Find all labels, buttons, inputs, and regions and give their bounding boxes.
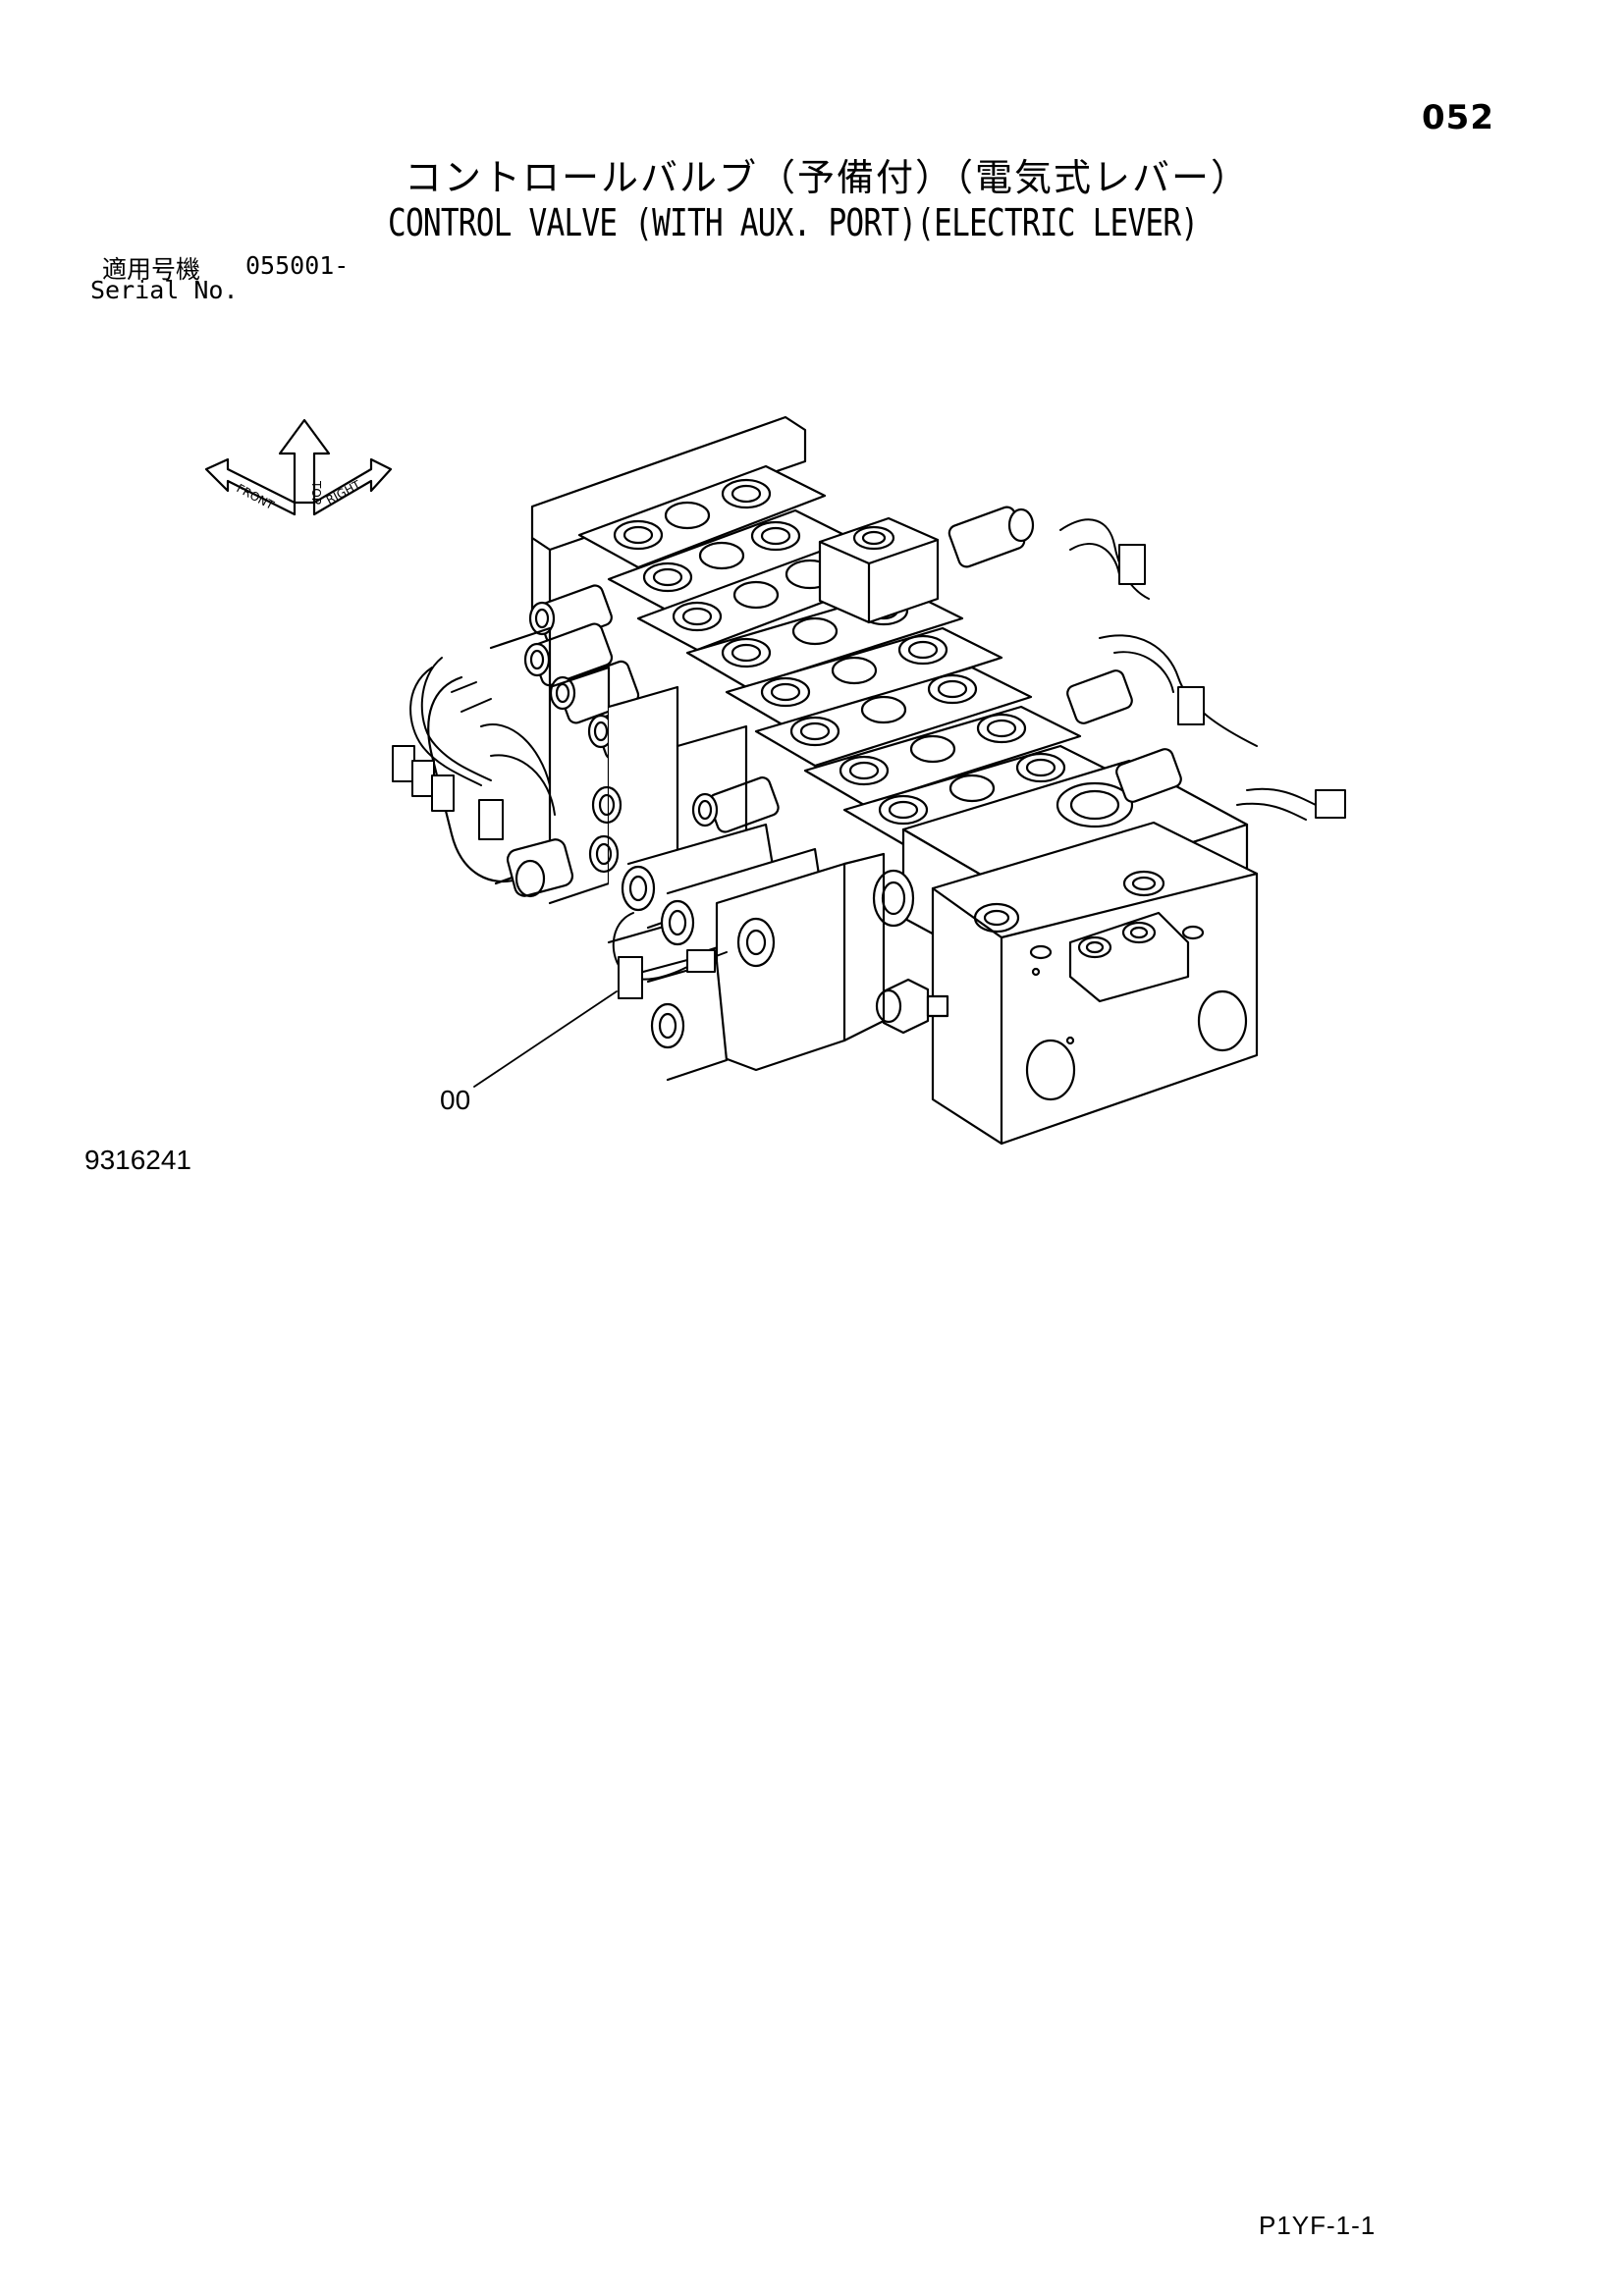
part-callout-label: 00 (440, 1085, 471, 1115)
front-fitting (875, 978, 949, 1035)
orientation-indicator-icon: TOP FRONT RIGHT (204, 418, 393, 516)
left-wiring-harness (392, 657, 556, 840)
orientation-label-top: TOP (309, 480, 323, 505)
valve-main-body (872, 759, 1259, 1146)
serial-label-english: Serial No. (90, 276, 239, 304)
page-code: P1YF-1-1 (1259, 2211, 1377, 2240)
callout-leader-line (473, 990, 618, 1088)
orientation-label-right: RIGHT (324, 477, 363, 507)
serial-label-japanese: 適用号機 (102, 255, 201, 284)
aux-valve-block (818, 516, 940, 624)
page-title-english: CONTROL VALVE (WITH AUX. PORT)(ELECTRIC … (388, 201, 1199, 244)
page-title-japanese: コントロールバルブ（予備付）（電気式レバー） (405, 156, 1251, 199)
page-number: 052 (1422, 98, 1494, 137)
right-wiring-harness (1059, 518, 1346, 821)
front-wiring-harness (612, 912, 728, 999)
drawing-number: 9316241 (84, 1145, 192, 1175)
valve-back-housing (530, 415, 807, 630)
serial-number-value: 055001- (245, 251, 350, 280)
lower-valve-section (646, 852, 886, 1082)
right-solenoids (947, 506, 1182, 803)
